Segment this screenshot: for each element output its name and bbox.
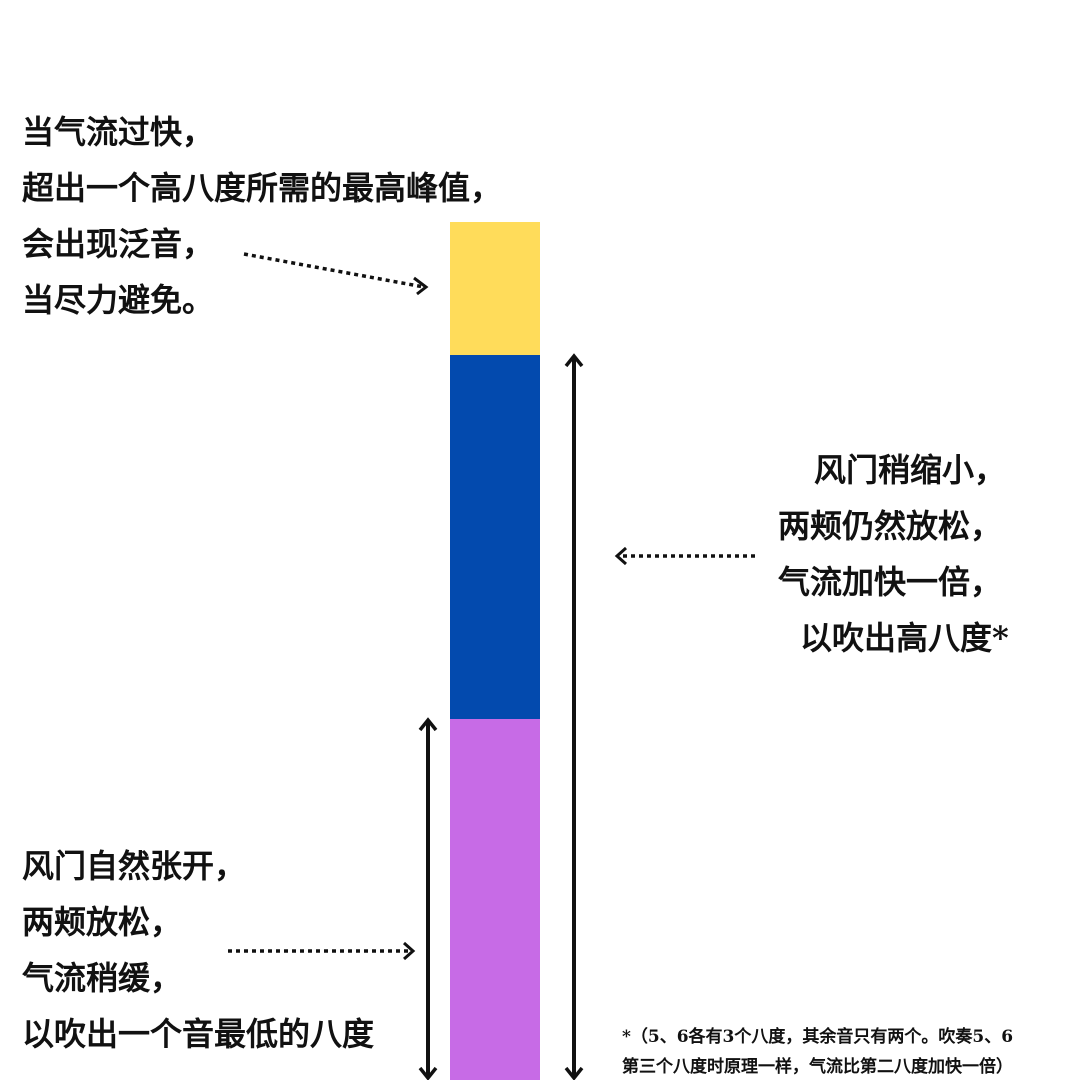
low-octave-segment (450, 719, 540, 1080)
note-line: 两颊仍然放松， (778, 507, 1003, 545)
overblow-note: 当气流过快， 超出一个高八度所需的最高峰值， 会出现泛音， 当尽力避免。 (22, 104, 502, 328)
range-arrow-high-octave (564, 353, 584, 1080)
footnote: *（5、6各有3个八度，其余音只有两个。吹奏5、6 第三个八度时原理一样，气流比… (622, 1022, 1013, 1082)
dotted-arrow-bottom (228, 941, 416, 961)
note-line: 气流稍缓， (22, 959, 183, 997)
high-octave-note: 风门稍缩小， 两颊仍然放松， 气流加快一倍， 以吹出高八度* (778, 442, 1009, 666)
note-line: 当气流过快， (22, 113, 215, 151)
dotted-arrow-mid (614, 546, 755, 566)
note-line: 气流加快一倍， (778, 563, 1003, 601)
footnote-line: 第三个八度时原理一样，气流比第二八度加快一倍） (622, 1057, 1013, 1077)
note-line: 以吹出高八度* (800, 619, 1009, 657)
range-arrow-low-octave (418, 717, 438, 1080)
note-line: 超出一个高八度所需的最高峰值， (22, 169, 503, 207)
note-line: 以吹出一个音最低的八度 (22, 1015, 375, 1053)
note-line: 风门稍缩小， (814, 451, 1007, 489)
note-line: 会出现泛音， (22, 225, 215, 263)
dotted-arrow-top (243, 252, 429, 296)
note-line: 当尽力避免。 (22, 281, 215, 319)
footnote-line: *（5、6各有3个八度，其余音只有两个。吹奏5、6 (622, 1027, 1014, 1047)
note-line: 风门自然张开， (22, 847, 247, 885)
low-octave-note: 风门自然张开， 两颊放松， 气流稍缓， 以吹出一个音最低的八度 (22, 838, 374, 1062)
overblow-segment (450, 222, 540, 355)
high-octave-segment (450, 355, 540, 719)
note-line: 两颊放松， (22, 903, 183, 941)
